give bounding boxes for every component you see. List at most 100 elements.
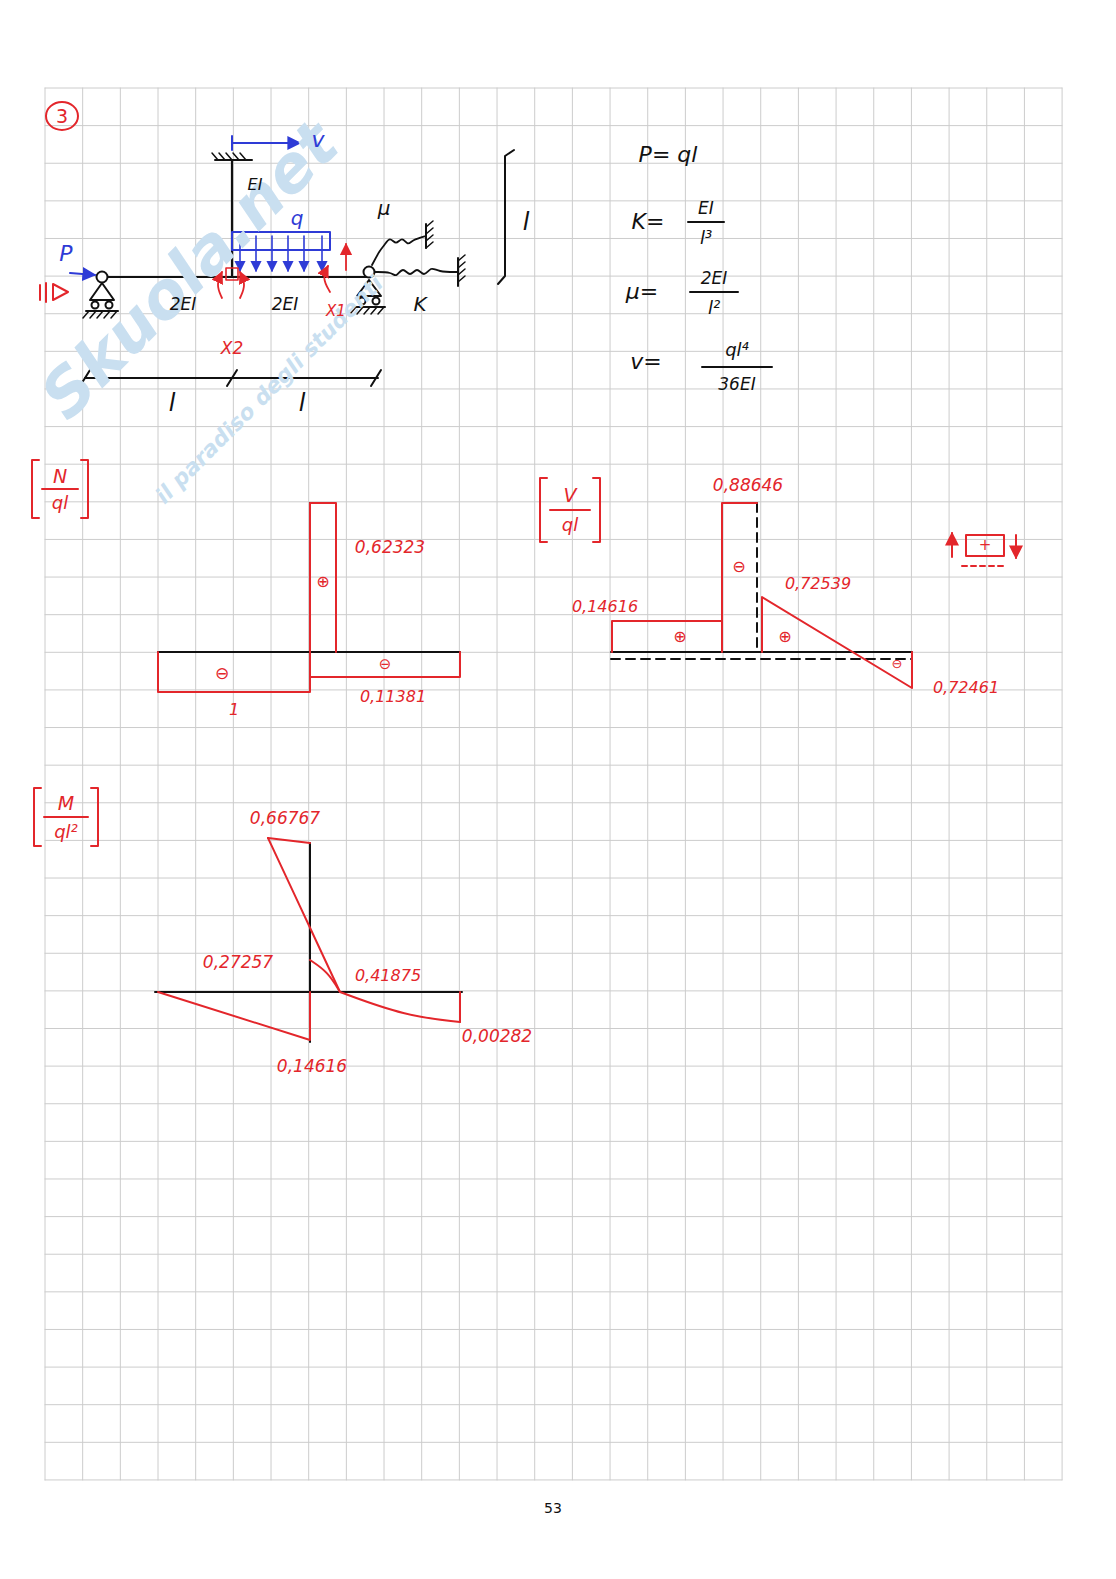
sign: ⊕ <box>778 628 791 646</box>
load-name: v <box>311 128 324 152</box>
formula: ql⁴ <box>725 340 749 360</box>
value: 0,72539 <box>785 575 851 593</box>
force-arrow <box>345 244 347 270</box>
grid-line <box>45 1291 1062 1292</box>
rotational-spring <box>372 236 426 265</box>
bracket <box>593 478 600 542</box>
grid-line <box>723 88 724 1480</box>
diagram-outline <box>268 838 310 843</box>
grid-line <box>45 388 1062 389</box>
formula: EI <box>698 199 714 218</box>
grid-line <box>45 727 1062 728</box>
moment-arrow <box>324 266 330 292</box>
bracket <box>81 460 88 518</box>
formula: P= ql <box>639 143 698 167</box>
fraction-bar <box>550 509 590 511</box>
diagram-outline <box>310 652 460 677</box>
reaction-mark <box>45 283 47 302</box>
grid-line <box>45 915 1062 916</box>
formula: l² <box>708 298 720 318</box>
unit-label: ql <box>562 515 578 535</box>
fraction-bar <box>702 366 772 368</box>
bracket <box>34 788 41 846</box>
value: 0,41875 <box>355 967 421 985</box>
value: 1 <box>229 701 239 719</box>
grid-line <box>45 1404 1062 1405</box>
grid-line <box>45 163 1062 164</box>
formula: v= <box>630 350 661 374</box>
support <box>90 283 114 300</box>
reaction-mark <box>53 284 68 300</box>
grid-line <box>45 652 1062 653</box>
dimension <box>498 150 514 284</box>
callout-number: 3 <box>56 105 68 127</box>
grid-line <box>45 351 1062 352</box>
sign: + <box>979 537 992 554</box>
hatch <box>233 153 239 160</box>
grid-line <box>45 802 1062 803</box>
grid-line <box>45 689 1062 690</box>
diagram-outline <box>612 621 722 652</box>
load-name: P <box>59 242 72 266</box>
hatch <box>371 307 377 314</box>
formula: l³ <box>700 228 712 248</box>
bracket <box>540 478 547 542</box>
diagram-outline <box>158 652 310 692</box>
reaction-mark <box>39 285 41 300</box>
grid-line <box>45 1367 1062 1368</box>
sign-arrow <box>1015 535 1017 558</box>
unit-label: N <box>53 466 67 487</box>
spring <box>375 269 458 276</box>
grid-line <box>610 88 611 1480</box>
load-arrow <box>321 236 323 271</box>
diagram-outline <box>310 960 340 992</box>
value: 0,00282 <box>462 1027 532 1046</box>
grid-line <box>45 88 46 1480</box>
spring-name: K <box>413 293 426 315</box>
stiffness: EI <box>248 176 263 194</box>
unit-label: V <box>564 485 577 506</box>
grid-line <box>459 88 460 1480</box>
hatch <box>219 153 225 160</box>
grid-line <box>45 539 1062 540</box>
grid-line <box>45 614 1062 615</box>
hatch <box>458 269 465 275</box>
hinge <box>97 272 108 283</box>
value: 0,88646 <box>713 476 783 495</box>
value: 0,14616 <box>277 1057 347 1076</box>
grid-line <box>572 88 573 1480</box>
bracket <box>91 788 98 846</box>
load-arrow <box>303 236 305 271</box>
grid-line <box>45 1254 1062 1255</box>
grid-line <box>1024 88 1025 1480</box>
unit-label: M <box>58 793 74 814</box>
hatch <box>378 307 384 314</box>
fiber-line <box>756 503 758 652</box>
hatch <box>426 242 433 248</box>
grid-line <box>45 426 1062 427</box>
sign: ⊖ <box>215 664 229 683</box>
fraction-bar <box>688 221 724 223</box>
grid-line <box>233 88 234 1480</box>
sign-box <box>966 535 1004 556</box>
grid-line <box>308 88 309 1480</box>
grid-line <box>45 577 1062 578</box>
dimension: l <box>169 390 176 416</box>
value: 0,62323 <box>355 538 425 557</box>
grid-line <box>45 125 1062 126</box>
grid-line <box>497 88 498 1480</box>
grid-line <box>986 88 987 1480</box>
grid-line <box>685 88 686 1480</box>
formula: K= <box>632 210 665 234</box>
load-arrow <box>287 236 289 271</box>
load-arrow <box>271 236 273 271</box>
grid-line <box>45 200 1062 201</box>
grid-line <box>1062 88 1063 1480</box>
sign: ⊕ <box>316 573 329 591</box>
value: 0,66767 <box>250 809 320 828</box>
diagram-outline <box>459 992 461 1022</box>
fiber-line <box>962 565 1006 567</box>
value: 0,27257 <box>203 953 273 972</box>
value: 0,11381 <box>360 688 426 706</box>
